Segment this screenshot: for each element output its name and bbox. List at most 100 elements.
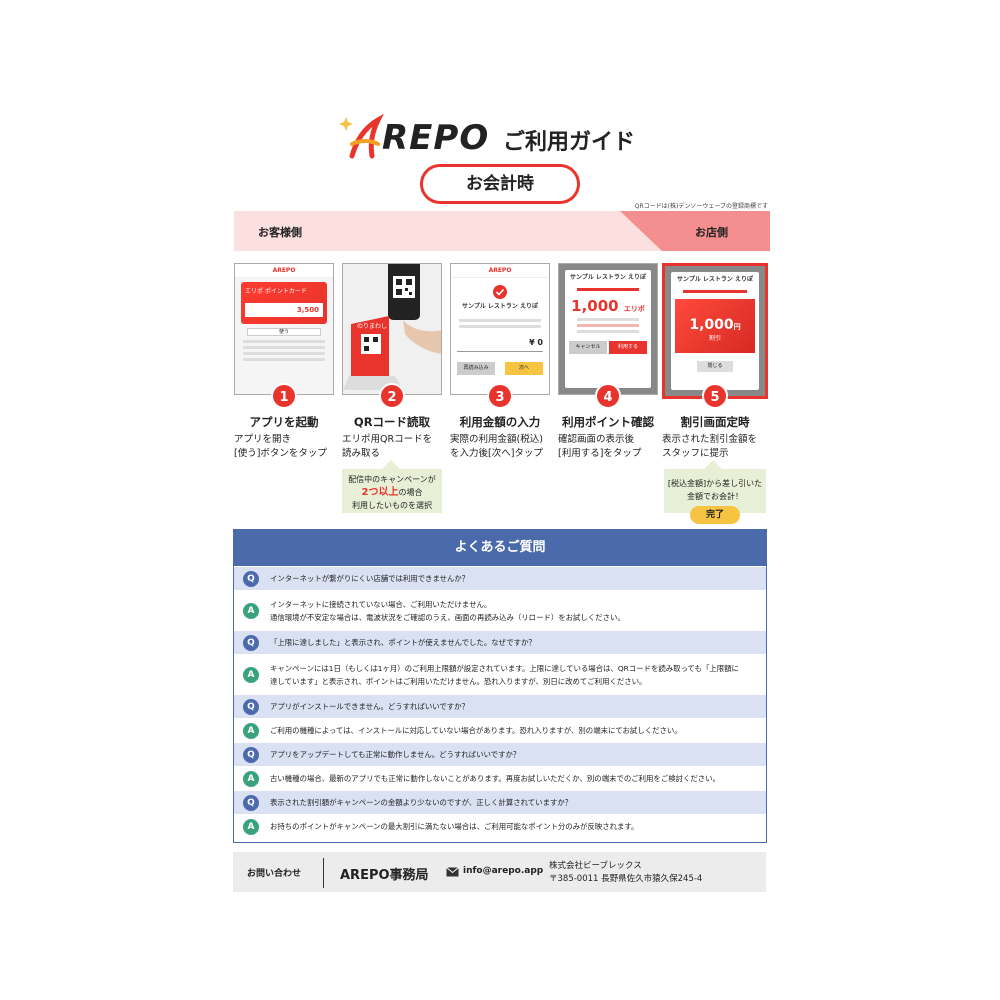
faq-title: よくあるご質問 xyxy=(234,530,766,566)
app-header: AREPO xyxy=(451,264,549,278)
faq-text: インターネットが繋がりにくい店舗では利用できませんか？ xyxy=(270,574,470,583)
use-button[interactable]: 使う xyxy=(247,328,321,336)
answer-icon: A xyxy=(243,818,259,835)
step-title: 利用ポイント確認 xyxy=(562,415,654,429)
customer-side-label: お客様側 xyxy=(258,226,302,239)
text-line xyxy=(577,330,639,333)
text-line xyxy=(243,340,325,343)
faq-section: よくあるご質問 Q インターネットが繋がりにくい店舗では利用できませんか？ A インタ… xyxy=(233,529,767,843)
step-title: アプリを起動 xyxy=(249,415,319,429)
step-description: 確認画面の表示後 [利用する]をタップ xyxy=(558,434,642,459)
payment-callout: [税込金額]から差し引いた 金額でお会計！ xyxy=(664,460,766,513)
text-line xyxy=(577,324,639,327)
question-icon: Q xyxy=(243,746,259,763)
step-description: エリポ用QRコードを 読み取る xyxy=(342,434,433,459)
shop-name: サンプル レストラン えりぽ xyxy=(570,274,646,281)
step-description: 表示された割引金額を スタッフに提示 xyxy=(662,434,758,459)
step-number: 1 xyxy=(271,383,297,409)
reload-button[interactable]: 再読み込み xyxy=(457,362,495,375)
step-2: のりまわし 2 QRコード読取 エリポ用QRコードを 読み取る xyxy=(342,263,442,459)
side-band: お客様側 お店側 xyxy=(234,211,770,251)
step-3-screen: AREPO サンプル レストラン えりぽ ¥ 0 再読み込み 次へ xyxy=(450,263,550,395)
app-header: AREPO xyxy=(235,264,333,278)
store-side-label: お店側 xyxy=(695,226,728,239)
amount-input[interactable]: ¥ 0 xyxy=(457,338,543,352)
step-1: AREPO エリポ ポイントカード 3,500 使う 1 アプリを起動 アプリを… xyxy=(234,263,334,459)
close-button[interactable]: 閉じる xyxy=(697,361,733,372)
step-1-screen: AREPO エリポ ポイントカード 3,500 使う xyxy=(234,263,334,395)
step-title: 割引画面定時 xyxy=(680,415,750,429)
faq-text: 古い機種の場合、最新のアプリでも正常に動作しないことがあります。再度お試しいただ… xyxy=(270,774,720,783)
footer-divider xyxy=(323,858,324,888)
text-line xyxy=(243,352,325,355)
stand-label: のりまわし xyxy=(357,323,387,330)
faq-text: アプリがインストールできません。どうすればいいですか？ xyxy=(270,702,469,711)
answer-icon: A xyxy=(243,602,259,619)
company-name: 株式会社ビーブレックス xyxy=(549,861,642,871)
point-card-label: エリポ ポイントカード xyxy=(245,288,307,295)
faq-text: お持ちのポイントがキャンペーンの最大割引に満たない場合は、ご利用可能なポイント分… xyxy=(270,822,639,831)
contact-footer: お問い合わせ AREPO事務局 info@arepo.app 株式会社ビーブレッ… xyxy=(233,852,766,892)
faq-question: Q インターネットが繋がりにくい店舗では利用できませんか？ xyxy=(234,566,766,590)
faq-text: インターネットに接続されていない場合、ご利用いただけません。通信環境が不安定な場… xyxy=(270,599,625,622)
arepo-logo-icon xyxy=(339,114,384,159)
step-title: 利用金額の入力 xyxy=(459,415,541,429)
faq-text: ご利用の機種によっては、インストールに対応していない場合があります。恐れ入ります… xyxy=(270,726,682,735)
shop-name: サンプル レストラン えりぽ xyxy=(677,276,753,283)
check-icon xyxy=(451,284,549,303)
guide-header: REPO ご利用ガイド xyxy=(338,114,668,164)
step-5: サンプル レストラン えりぽ 1,000円 割引 閉じる 5 割引画面定時 表示… xyxy=(662,263,768,459)
text-line xyxy=(459,325,541,328)
step-4-screen: サンプル レストラン えりぽ 1,000 エリポ キャンセル 利用する xyxy=(558,263,658,395)
point-card: エリポ ポイントカード 3,500 xyxy=(241,282,327,324)
points-to-use: 1,000 エリポ xyxy=(571,297,645,315)
question-icon: Q xyxy=(243,634,259,651)
step-4-buttons: キャンセル 利用する xyxy=(569,341,647,354)
step-4: サンプル レストラン えりぽ 1,000 エリポ キャンセル 利用する 4 利用… xyxy=(558,263,658,459)
discount-amount: 1,000円 xyxy=(689,317,741,333)
step-number: 2 xyxy=(379,383,405,409)
step-description: アプリを開き [使う]ボタンをタップ xyxy=(234,434,327,459)
campaign-callout: 配信中のキャンペーンが 2つ以上の場合 利用したいものを選択 xyxy=(342,460,442,513)
contact-email[interactable]: info@arepo.app xyxy=(463,866,544,876)
company-address: 〒385-0011 長野県佐久市猿久保245-4 xyxy=(549,874,703,884)
contact-label: お問い合わせ xyxy=(247,869,302,879)
text-line xyxy=(577,318,639,321)
step-number: 5 xyxy=(702,383,728,409)
answer-icon: A xyxy=(243,770,259,787)
step-title: QRコード読取 xyxy=(353,415,431,429)
use-points-button[interactable]: 利用する xyxy=(609,341,647,354)
answer-icon: A xyxy=(243,666,259,683)
faq-answer: A お持ちのポイントがキャンペーンの最大割引に満たない場合は、ご利用可能なポイント… xyxy=(234,814,766,838)
section-title: お会計時 xyxy=(420,164,580,204)
faq-list: Q インターネットが繋がりにくい店舗では利用できませんか？ A インターネットに接続さ… xyxy=(234,566,766,838)
discount-card: 1,000円 割引 xyxy=(675,299,755,353)
faq-answer: A ご利用の機種によっては、インストールに対応していない場合があります。恐れ入りま… xyxy=(234,718,766,742)
text-line xyxy=(459,319,541,322)
step-3: AREPO サンプル レストラン えりぽ ¥ 0 再読み込み 次へ 3 利用金額… xyxy=(450,263,550,459)
answer-icon: A xyxy=(243,722,259,739)
cancel-button[interactable]: キャンセル xyxy=(569,341,607,354)
qr-trademark-note: QRコードは(株)デンソーウェーブの登録商標です xyxy=(634,203,768,210)
question-icon: Q xyxy=(243,570,259,587)
logo-text: REPO xyxy=(382,118,490,158)
step-description: 実際の利用金額(税込) を入力後[次へ]タップ xyxy=(450,434,543,459)
question-icon: Q xyxy=(243,794,259,811)
faq-question: Q「上限に達しました」と表示され、ポイントが使えませんでした。なぜですか？ xyxy=(234,630,766,654)
step-5-screen: サンプル レストラン えりぽ 1,000円 割引 閉じる xyxy=(662,263,768,399)
text-line xyxy=(577,288,639,291)
mail-icon xyxy=(446,867,459,877)
step-number: 4 xyxy=(595,383,621,409)
faq-text: アプリをアップデートしても正常に動作しません。どうすればいいですか？ xyxy=(270,750,521,759)
text-line xyxy=(243,358,325,361)
next-button[interactable]: 次へ xyxy=(505,362,543,375)
point-balance: 3,500 xyxy=(245,303,323,317)
text-line xyxy=(683,290,747,293)
done-button[interactable]: 完了 xyxy=(690,506,740,524)
discount-label: 割引 xyxy=(708,335,721,342)
guide-title: ご利用ガイド xyxy=(503,130,636,155)
step-3-buttons: 再読み込み 次へ xyxy=(457,362,543,375)
